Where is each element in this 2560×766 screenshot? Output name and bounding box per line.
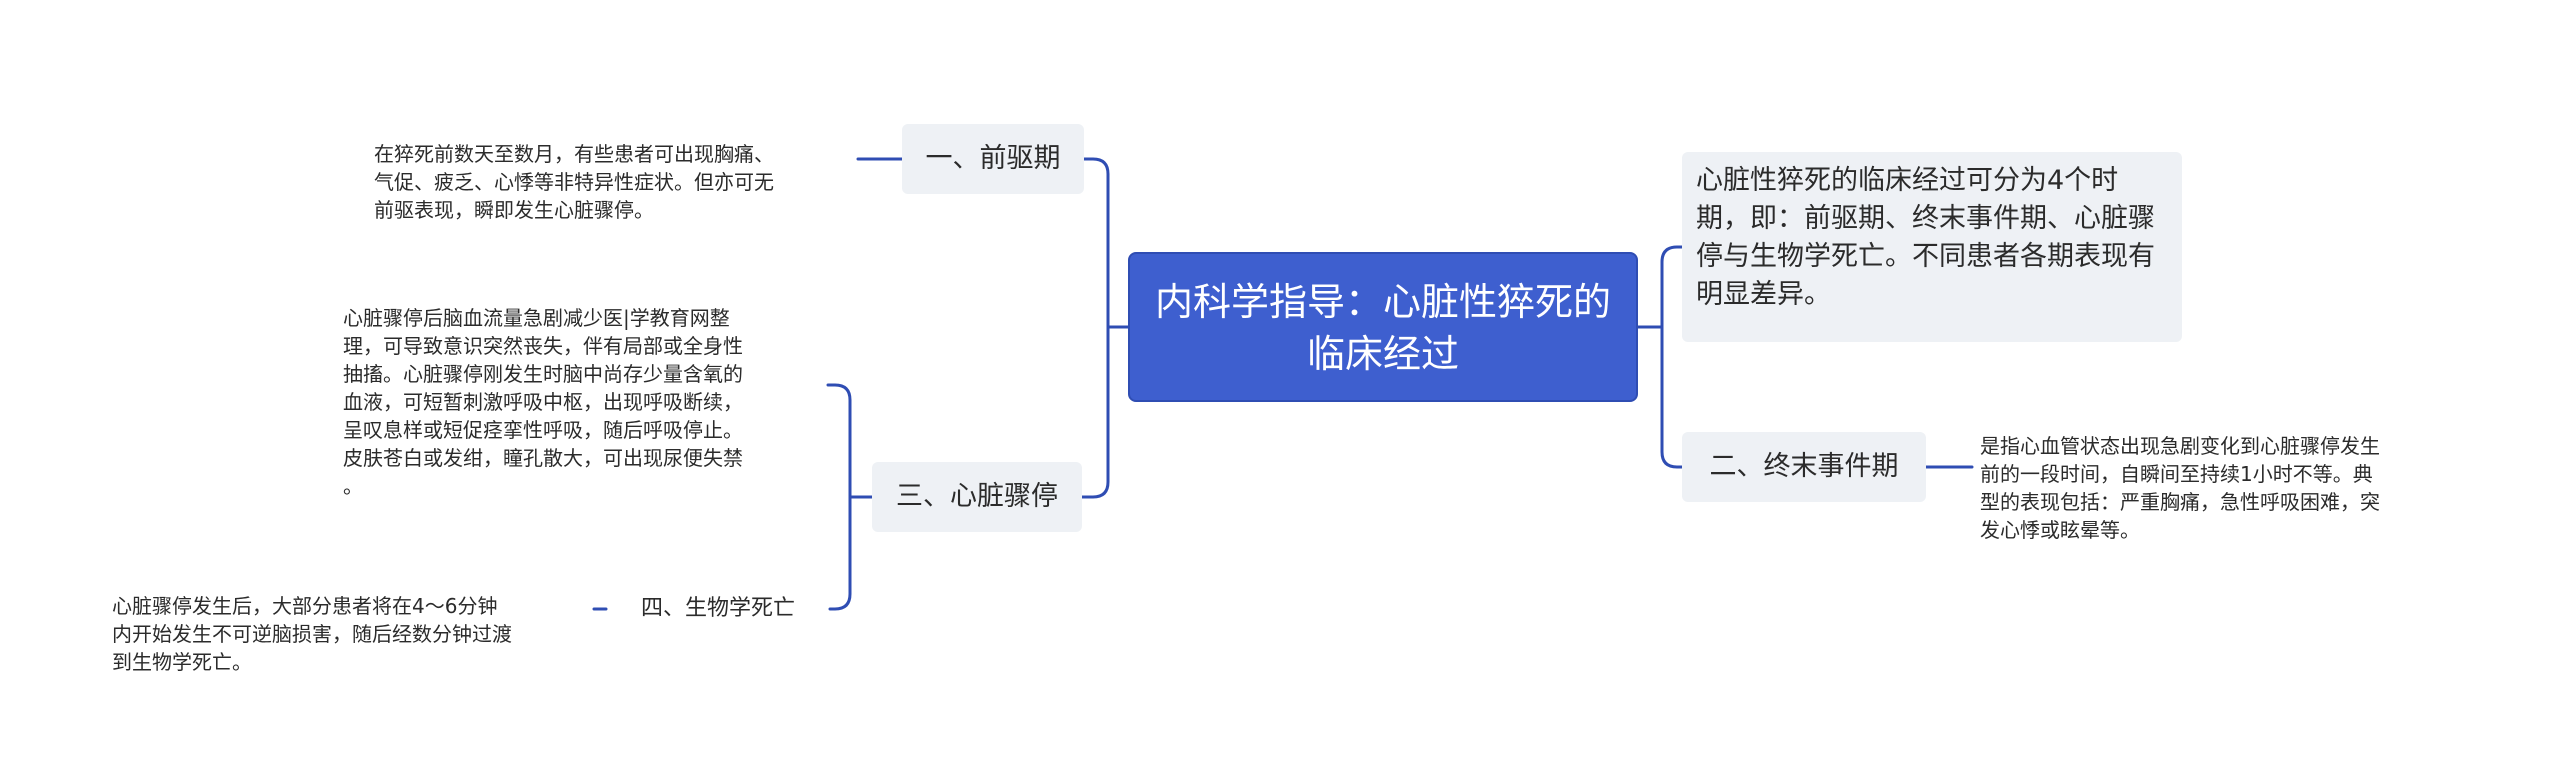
connector-to-branch-4 <box>828 495 852 611</box>
connector-to-branch-2 <box>1660 325 1684 469</box>
branch-label: 二、终末事件期 <box>1709 451 1899 482</box>
summary-note[interactable]: 心脏性猝死的临床经过可分为4个时期，即：前驱期、终末事件期、心脏骤停与生物学死亡… <box>1682 152 2182 342</box>
branch-biological-death[interactable]: 四、生物学死亡 <box>606 586 830 632</box>
branch-label: 一、前驱期 <box>925 143 1061 174</box>
leaf-prodromal-detail[interactable]: 在猝死前数天至数月，有些患者可出现胸痛、 气促、疲乏、心悸等非特异性症状。但亦可… <box>374 112 874 224</box>
root-topic[interactable]: 内科学指导：心脏性猝死的临床经过 <box>1128 252 1638 402</box>
branch-terminal-event[interactable]: 二、终末事件期 <box>1682 432 1926 502</box>
branch-label: 三、心脏骤停 <box>896 481 1058 512</box>
summary-text: 心脏性猝死的临床经过可分为4个时期，即：前驱期、终末事件期、心脏骤停与生物学死亡… <box>1696 165 2155 310</box>
root-title: 内科学指导：心脏性猝死的临床经过 <box>1154 280 1611 376</box>
leaf-text: 在猝死前数天至数月，有些患者可出现胸痛、 气促、疲乏、心悸等非特异性症状。但亦可… <box>374 142 774 222</box>
connector-to-branch-1 <box>1082 157 1110 329</box>
leaf-text: 心脏骤停后脑血流量急剧减少医|学教育网整 理，可导致意识突然丧失，伴有局部或全身… <box>343 306 743 498</box>
leaf-text: 心脏骤停发生后，大部分患者将在4～6分钟 内开始发生不可逆脑损害，随后经数分钟过… <box>112 594 512 674</box>
leaf-biological-death-detail[interactable]: 心脏骤停发生后，大部分患者将在4～6分钟 内开始发生不可逆脑损害，随后经数分钟过… <box>112 564 602 676</box>
connector-to-branch-3 <box>1080 325 1110 499</box>
leaf-terminal-event-detail[interactable]: 是指心血管状态出现急剧变化到心脏骤停发生 前的一段时间，自瞬间至持续1小时不等。… <box>1980 404 2480 544</box>
connector-to-leaf-3 <box>826 383 852 499</box>
branch-prodromal[interactable]: 一、前驱期 <box>902 124 1084 194</box>
leaf-cardiac-arrest-detail[interactable]: 心脏骤停后脑血流量急剧减少医|学教育网整 理，可导致意识突然丧失，伴有局部或全身… <box>343 276 833 500</box>
branch-cardiac-arrest[interactable]: 三、心脏骤停 <box>872 462 1082 532</box>
leaf-text: 是指心血管状态出现急剧变化到心脏骤停发生 前的一段时间，自瞬间至持续1小时不等。… <box>1980 434 2380 542</box>
branch-label: 四、生物学死亡 <box>640 596 795 621</box>
connector-to-summary <box>1660 245 1684 329</box>
